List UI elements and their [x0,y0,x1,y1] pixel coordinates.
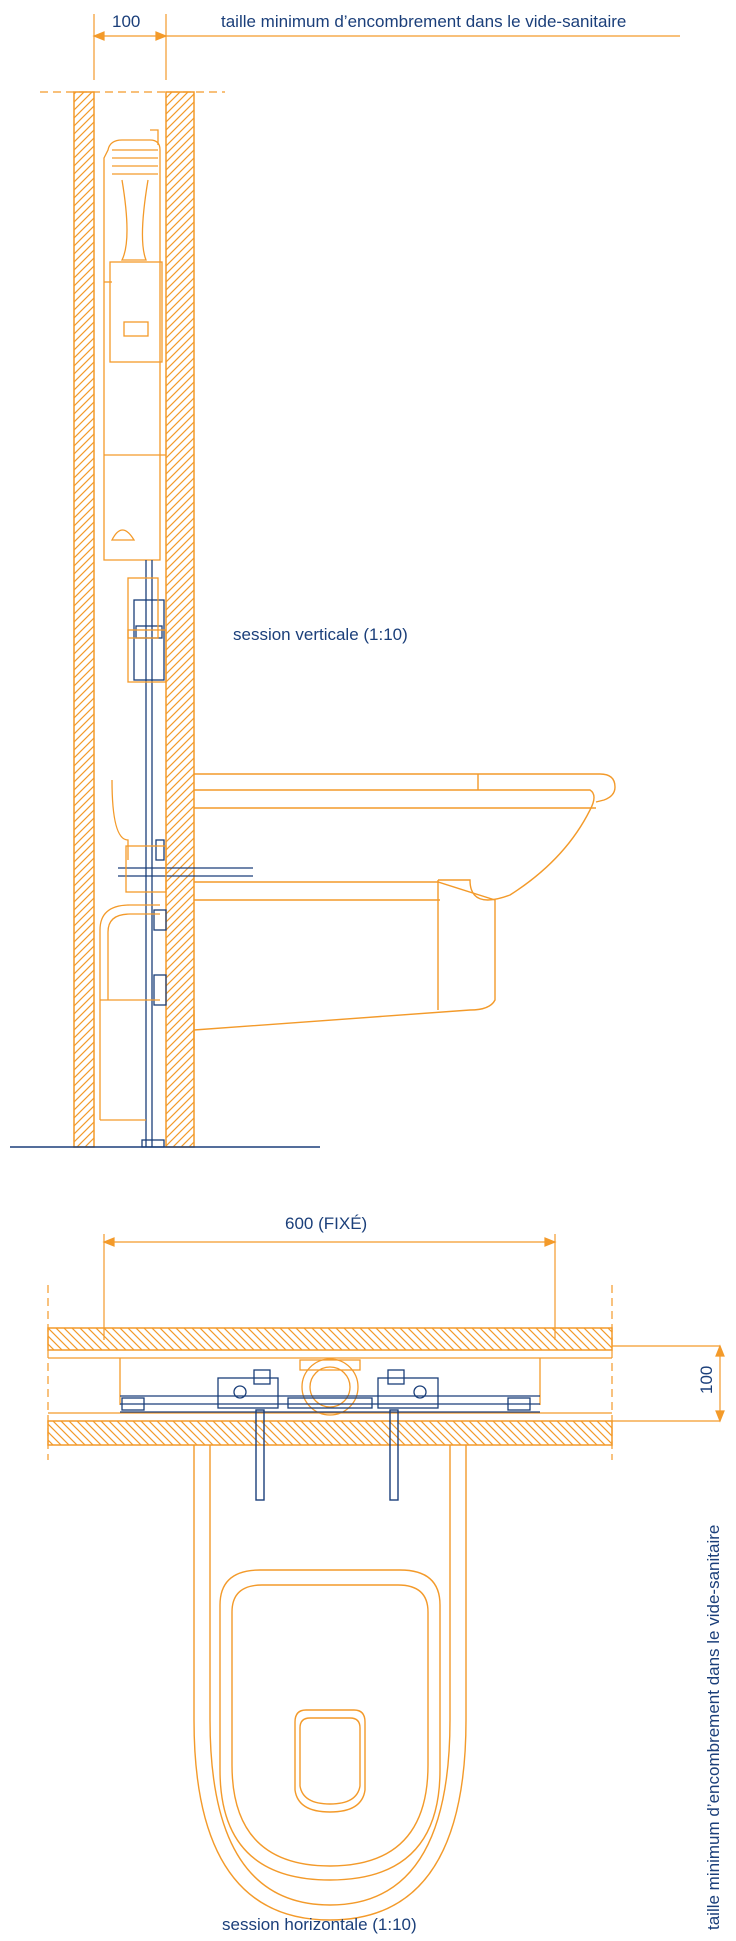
depth-dimension-label: 100 [697,1366,716,1394]
mounting-bolts [255,1409,399,1501]
drain-pipe [99,577,167,1121]
horizontal-section-caption: session horizontale (1:10) [222,1915,417,1934]
top-dimension-text: taille minimum d’encombrement dans le vi… [221,12,626,31]
mounting-frame [118,560,253,1148]
vertical-section-caption: session verticale (1:10) [233,625,408,644]
width-dimension-label: 600 (FIXÉ) [285,1214,367,1233]
top-dimension-value: 100 [112,12,140,31]
top-dimension [92,14,680,80]
toilet-bowl-side [193,773,616,1050]
width-dimension [102,1234,557,1340]
vertical-section [10,91,616,1148]
side-dimension-text: taille minimum d’encombrement dans le vi… [704,1525,723,1930]
left-wall [73,91,95,1148]
rear-wall [47,1327,613,1351]
right-wall [165,91,195,1148]
frame-top-view [119,1358,541,1501]
front-wall [47,1420,613,1446]
cistern [103,129,166,561]
depth-dimension [612,1344,725,1423]
toilet-bowl-top [193,1445,467,1921]
